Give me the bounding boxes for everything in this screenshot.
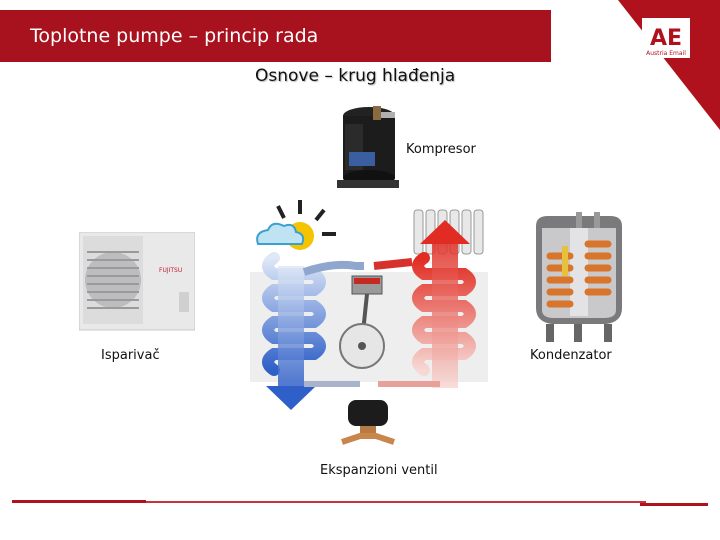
condenser-coil bbox=[412, 252, 476, 376]
refrigeration-cycle-diagram bbox=[244, 196, 494, 417]
evaporator-label: Isparivač bbox=[101, 348, 160, 363]
logo-mark: AE bbox=[650, 26, 682, 51]
condenser-tank-image bbox=[526, 212, 632, 349]
compressor-piston-icon bbox=[339, 275, 385, 369]
expansion-valve-image bbox=[338, 396, 398, 457]
outdoor-unit-image: FUJITSU bbox=[78, 231, 196, 337]
slide-title: Toplotne pumpe – princip rada bbox=[30, 25, 319, 47]
logo-text: Austria Email bbox=[646, 50, 686, 57]
outdoor-unit-brand: FUJITSU bbox=[159, 267, 182, 274]
expansion-valve-label: Ekspanzioni ventil bbox=[320, 463, 438, 478]
slide-subtitle: Osnove – krug hlađenja bbox=[255, 66, 456, 86]
bottom-divider-middle bbox=[146, 501, 646, 503]
hot-flow-arrow bbox=[420, 220, 470, 244]
bottom-divider-right bbox=[640, 503, 708, 506]
compressor-image bbox=[333, 102, 403, 199]
cold-flow-arrow bbox=[266, 386, 316, 410]
bottom-divider bbox=[12, 500, 146, 503]
condenser-label: Kondenzator bbox=[530, 348, 612, 363]
slide-title-bar: Toplotne pumpe – princip rada bbox=[0, 10, 551, 62]
cloud-icon bbox=[256, 222, 305, 245]
compressor-label: Kompresor bbox=[406, 142, 476, 157]
evaporator-coil bbox=[262, 252, 326, 376]
austria-email-logo: AE Austria Email bbox=[598, 0, 720, 130]
